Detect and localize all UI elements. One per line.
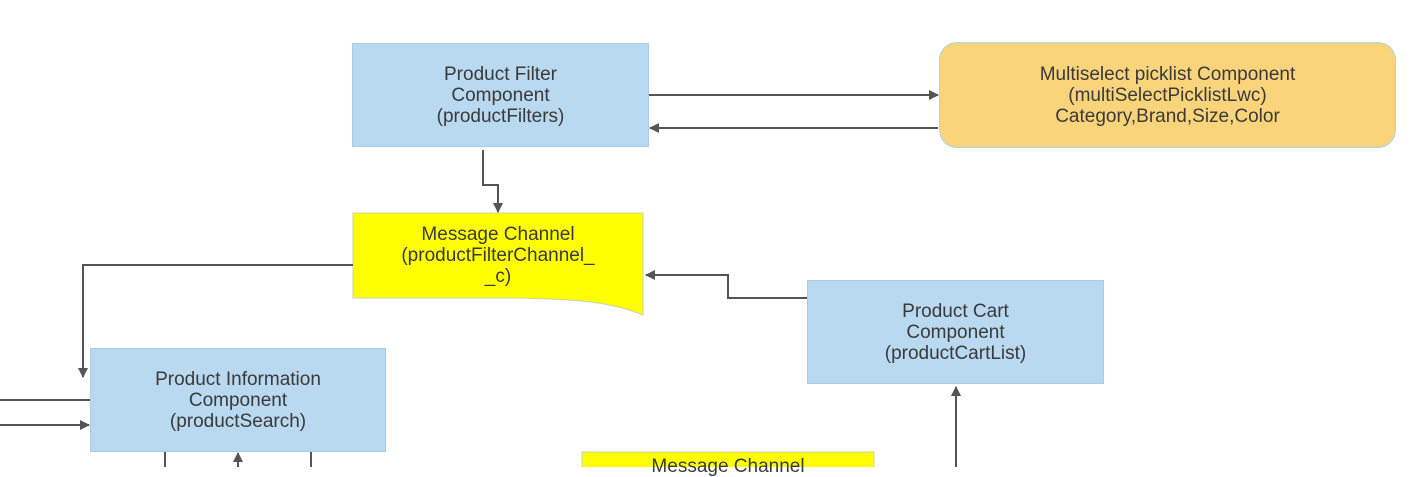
multiselect-line-2: (multiSelectPicklistLwc) bbox=[1068, 84, 1267, 106]
multiselect-line-3: Category,Brand,Size,Color bbox=[1055, 105, 1280, 127]
product-cart-line-3: (productCartList) bbox=[884, 342, 1027, 364]
connector-channel-to-info bbox=[78, 264, 353, 378]
product-info-line-3: (productSearch) bbox=[169, 410, 307, 432]
product-filter-line-3: (productFilters) bbox=[436, 105, 565, 127]
multiselect-picklist-component: Multiselect picklist Component (multiSel… bbox=[939, 42, 1396, 148]
message-channel-line-3: _c) bbox=[484, 266, 512, 287]
product-filter-line-1: Product Filter bbox=[444, 63, 557, 85]
product-information-component: Product Information Component (productSe… bbox=[90, 348, 386, 452]
message-channel-line-1: Message Channel bbox=[421, 224, 575, 245]
message-channel-2-shape bbox=[581, 451, 875, 467]
product-filter-line-2: Component bbox=[451, 84, 550, 106]
product-cart-line-2: Component bbox=[906, 321, 1005, 343]
product-filter-component: Product Filter Component (productFilters… bbox=[352, 43, 649, 147]
multiselect-line-1: Multiselect picklist Component bbox=[1039, 63, 1296, 85]
product-info-line-2: Component bbox=[188, 389, 288, 411]
diagram-canvas bbox=[0, 90, 961, 467]
message-channel: Message Channel (productFilterChannel_ _… bbox=[353, 224, 643, 287]
product-cart-component: Product Cart Component (productCartList) bbox=[807, 280, 1104, 384]
connector-cart-to-channel bbox=[645, 270, 808, 299]
connector-filter-to-channel bbox=[482, 150, 503, 213]
message-channel-shape bbox=[352, 212, 644, 316]
message-channel-line-2: (productFilterChannel_ bbox=[401, 245, 595, 266]
product-cart-line-1: Product Cart bbox=[902, 300, 1009, 322]
product-info-line-1: Product Information bbox=[155, 368, 321, 390]
